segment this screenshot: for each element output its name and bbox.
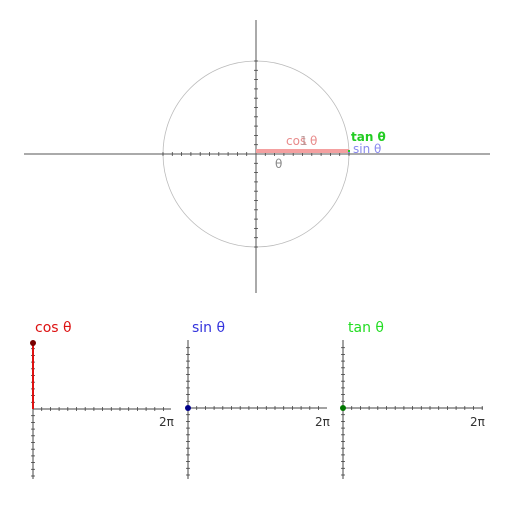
tan-label: tan θ [351, 130, 386, 144]
theta-label: θ [275, 157, 282, 171]
cos-graph-2pi-label: 2π [159, 415, 174, 429]
cos-value-point [30, 340, 36, 346]
radius-label: 1 [300, 134, 308, 148]
tan-graph: tan θ 2π [340, 320, 485, 479]
sin-label: sin θ [353, 142, 381, 156]
unit-circle-panel: cos θ 1 tan θ sin θ θ [24, 20, 490, 293]
sin-graph: sin θ 2π [185, 320, 330, 479]
sin-value-point [185, 405, 191, 411]
tan-graph-2pi-label: 2π [470, 415, 485, 429]
cos-label: cos θ [286, 134, 317, 148]
tan-value-point [340, 405, 346, 411]
cos-graph-title: cos θ [35, 320, 72, 336]
tan-graph-title: tan θ [348, 320, 384, 336]
tan-graph-ticks [341, 347, 483, 476]
sin-graph-ticks [186, 347, 319, 476]
circle-axis-ticks [162, 60, 350, 248]
cos-graph: cos θ 2π [30, 320, 174, 479]
sin-graph-title: sin θ [192, 320, 225, 336]
sin-graph-2pi-label: 2π [315, 415, 330, 429]
